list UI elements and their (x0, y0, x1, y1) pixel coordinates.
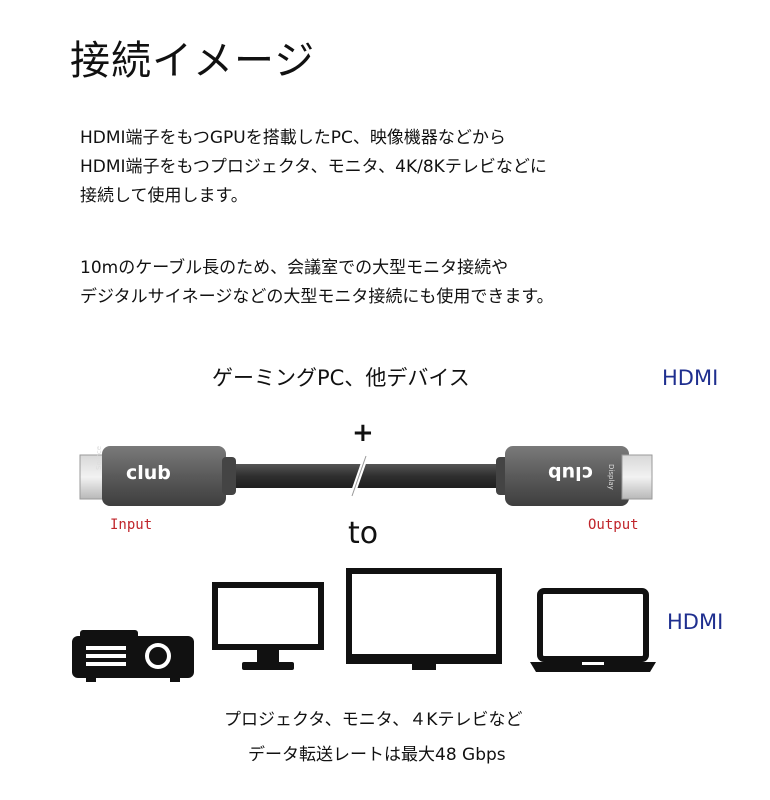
target-devices-label: プロジェクタ、モニタ、４Kテレビなど (224, 710, 523, 730)
source-devices-label: ゲーミングPC、他デバイス (212, 366, 470, 390)
plus-sign: + (352, 418, 374, 448)
cable-cord (225, 464, 505, 488)
intro-paragraph: HDMI端子をもつGPUを搭載したPC、映像機器などから HDMI端子をもつプロ… (80, 124, 547, 211)
input-label: Input (110, 517, 153, 533)
hdmi-display-label: HDMI (667, 610, 724, 634)
hdmi-source-label: HDMI (662, 366, 719, 390)
usage-line: デジタルサイネージなどの大型モニタ接続にも使用できます。 (80, 287, 554, 307)
projector-icon (72, 630, 194, 682)
intro-line: HDMI端子をもつプロジェクタ、モニタ、4K/8Kテレビなどに (80, 157, 547, 177)
right-hdmi-plug (621, 454, 653, 500)
laptop-icon (530, 588, 656, 672)
right-strain-relief (496, 457, 510, 495)
cable-break-mark (351, 455, 367, 497)
intro-line: 接続して使用します。 (80, 186, 248, 206)
cable-break-mark (349, 455, 369, 497)
left-brand-logo: club (126, 462, 171, 484)
tv-icon (346, 568, 502, 670)
usage-line: 10mのケーブル長のため、会議室での大型モニタ接続や (80, 258, 509, 278)
left-connector-tag: Source (95, 445, 103, 470)
monitor-icon (212, 582, 324, 670)
transfer-rate-label: データ転送レートは最大48 Gbps (248, 745, 506, 765)
right-connector-tag: Display (607, 464, 615, 490)
intro-line: HDMI端子をもつGPUを搭載したPC、映像機器などから (80, 128, 506, 148)
left-strain-relief (222, 457, 236, 495)
usage-paragraph: 10mのケーブル長のため、会議室での大型モニタ接続や デジタルサイネージなどの大… (80, 254, 554, 312)
to-label: to (348, 516, 379, 551)
page-title: 接続イメージ (70, 38, 316, 84)
output-label: Output (588, 517, 639, 533)
right-brand-logo: club (548, 462, 593, 484)
